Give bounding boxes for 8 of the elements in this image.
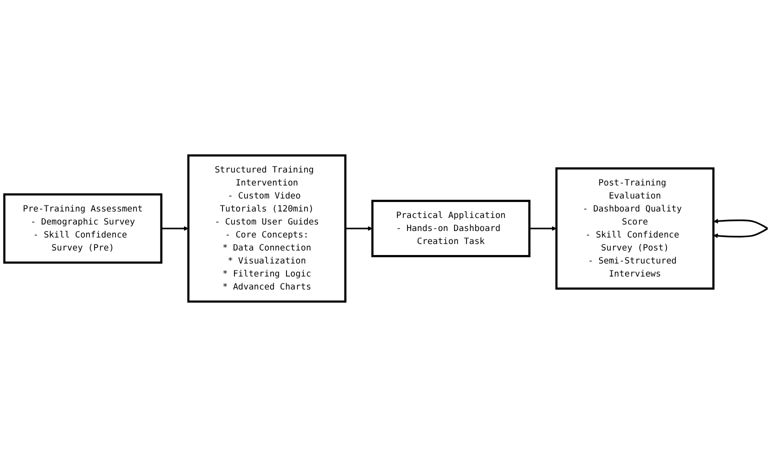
arrow [345, 226, 373, 231]
node-box: Post-Training Evaluation - Dashboard Quality Score - Skill Confidence Survey (Post) - Semi-Structured Interviews [555, 167, 714, 290]
node-box: Practical Application - Hands-on Dashboard Creation Task [371, 200, 530, 258]
arrow [161, 226, 189, 231]
node-box: Structured Training Intervention - Custom Video Tutorials (120min) - Custom User Guides - Core Concepts: * Data Connection * Visualization * Filtering Logic * Advanced Charts [187, 154, 346, 303]
node-box: Pre-Training Assessment - Demographic Survey - Skill Confidence Survey (Pre) [3, 193, 162, 264]
arrow [529, 226, 557, 231]
arrow [713, 218, 768, 238]
